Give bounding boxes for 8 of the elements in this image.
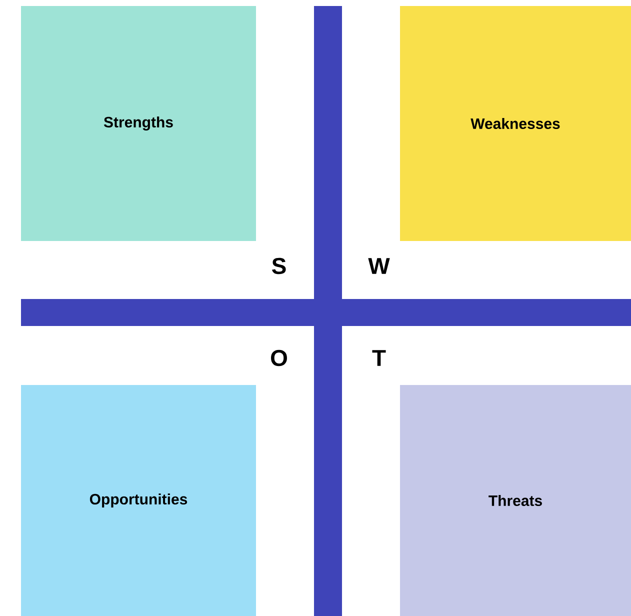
quadrant-box: Strengths [21, 6, 256, 241]
quadrant-box: Threats [400, 385, 631, 616]
quadrant-letter: W [368, 258, 390, 274]
quadrant-box: Opportunities [21, 385, 256, 616]
quadrant-letter: S [272, 258, 286, 274]
quadrant-box: Weaknesses [400, 6, 631, 241]
quadrant-letter: T [372, 350, 386, 366]
quadrant-letter: O [271, 350, 287, 366]
